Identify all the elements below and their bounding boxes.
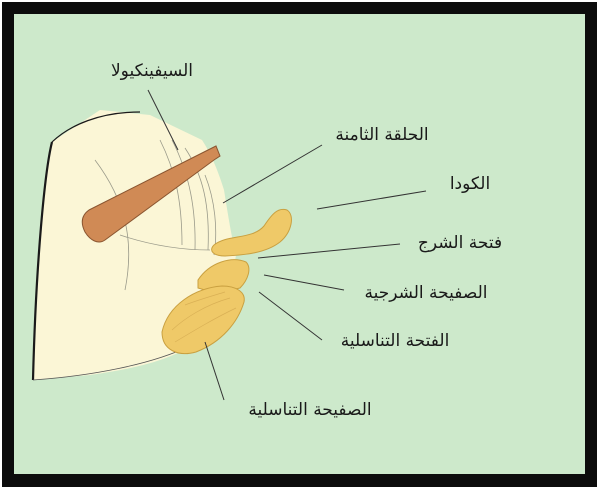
leader-anal-opening — [258, 244, 400, 258]
label-anal-opening: فتحة الشرج — [418, 233, 502, 253]
label-genital-opening: الفتحة التناسلية — [341, 331, 450, 351]
leader-cauda — [317, 191, 426, 209]
leader-genital-opening — [259, 292, 322, 340]
label-siphunculus: السيفينكيولا — [111, 61, 193, 81]
label-eighth-segment: الحلقة الثامنة — [335, 125, 428, 145]
label-anal-plate: الصفيحة الشرجية — [364, 283, 487, 303]
leader-eighth-segment — [223, 145, 322, 203]
label-cauda: الكودا — [450, 174, 490, 194]
leader-genital-plate — [205, 342, 224, 400]
leader-anal-plate — [264, 275, 344, 290]
label-genital-plate: الصفيحة التناسلية — [248, 400, 371, 420]
